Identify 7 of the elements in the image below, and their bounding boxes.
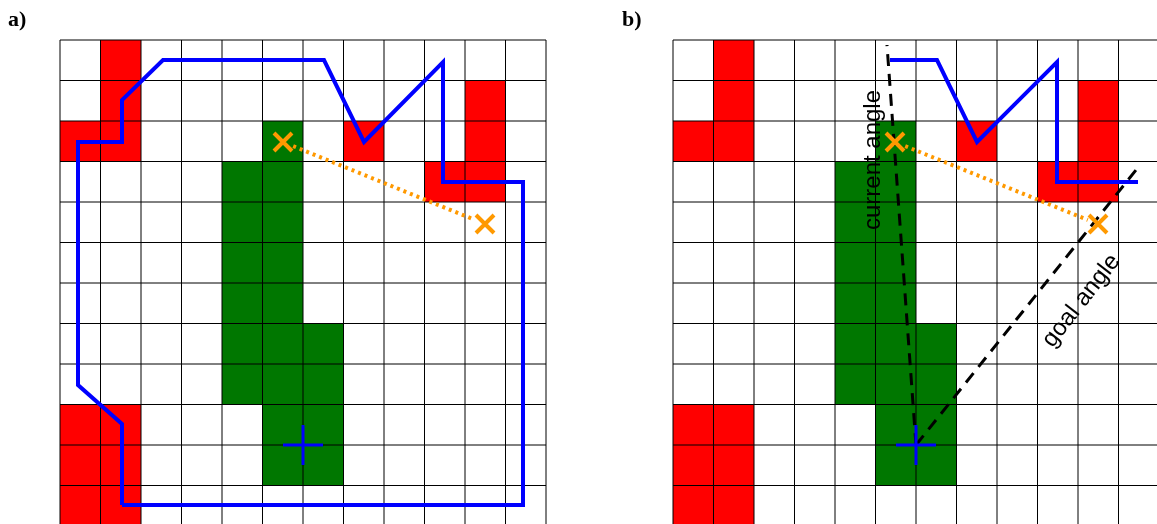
x-mark-icon (474, 213, 496, 235)
x-mark-icon (1087, 213, 1109, 235)
panel-label: a) (8, 8, 27, 30)
dotted-line (904, 144, 1089, 222)
x-mark-icon (884, 131, 906, 153)
x-mark-icon (272, 131, 294, 153)
panel-label: b) (622, 8, 642, 30)
